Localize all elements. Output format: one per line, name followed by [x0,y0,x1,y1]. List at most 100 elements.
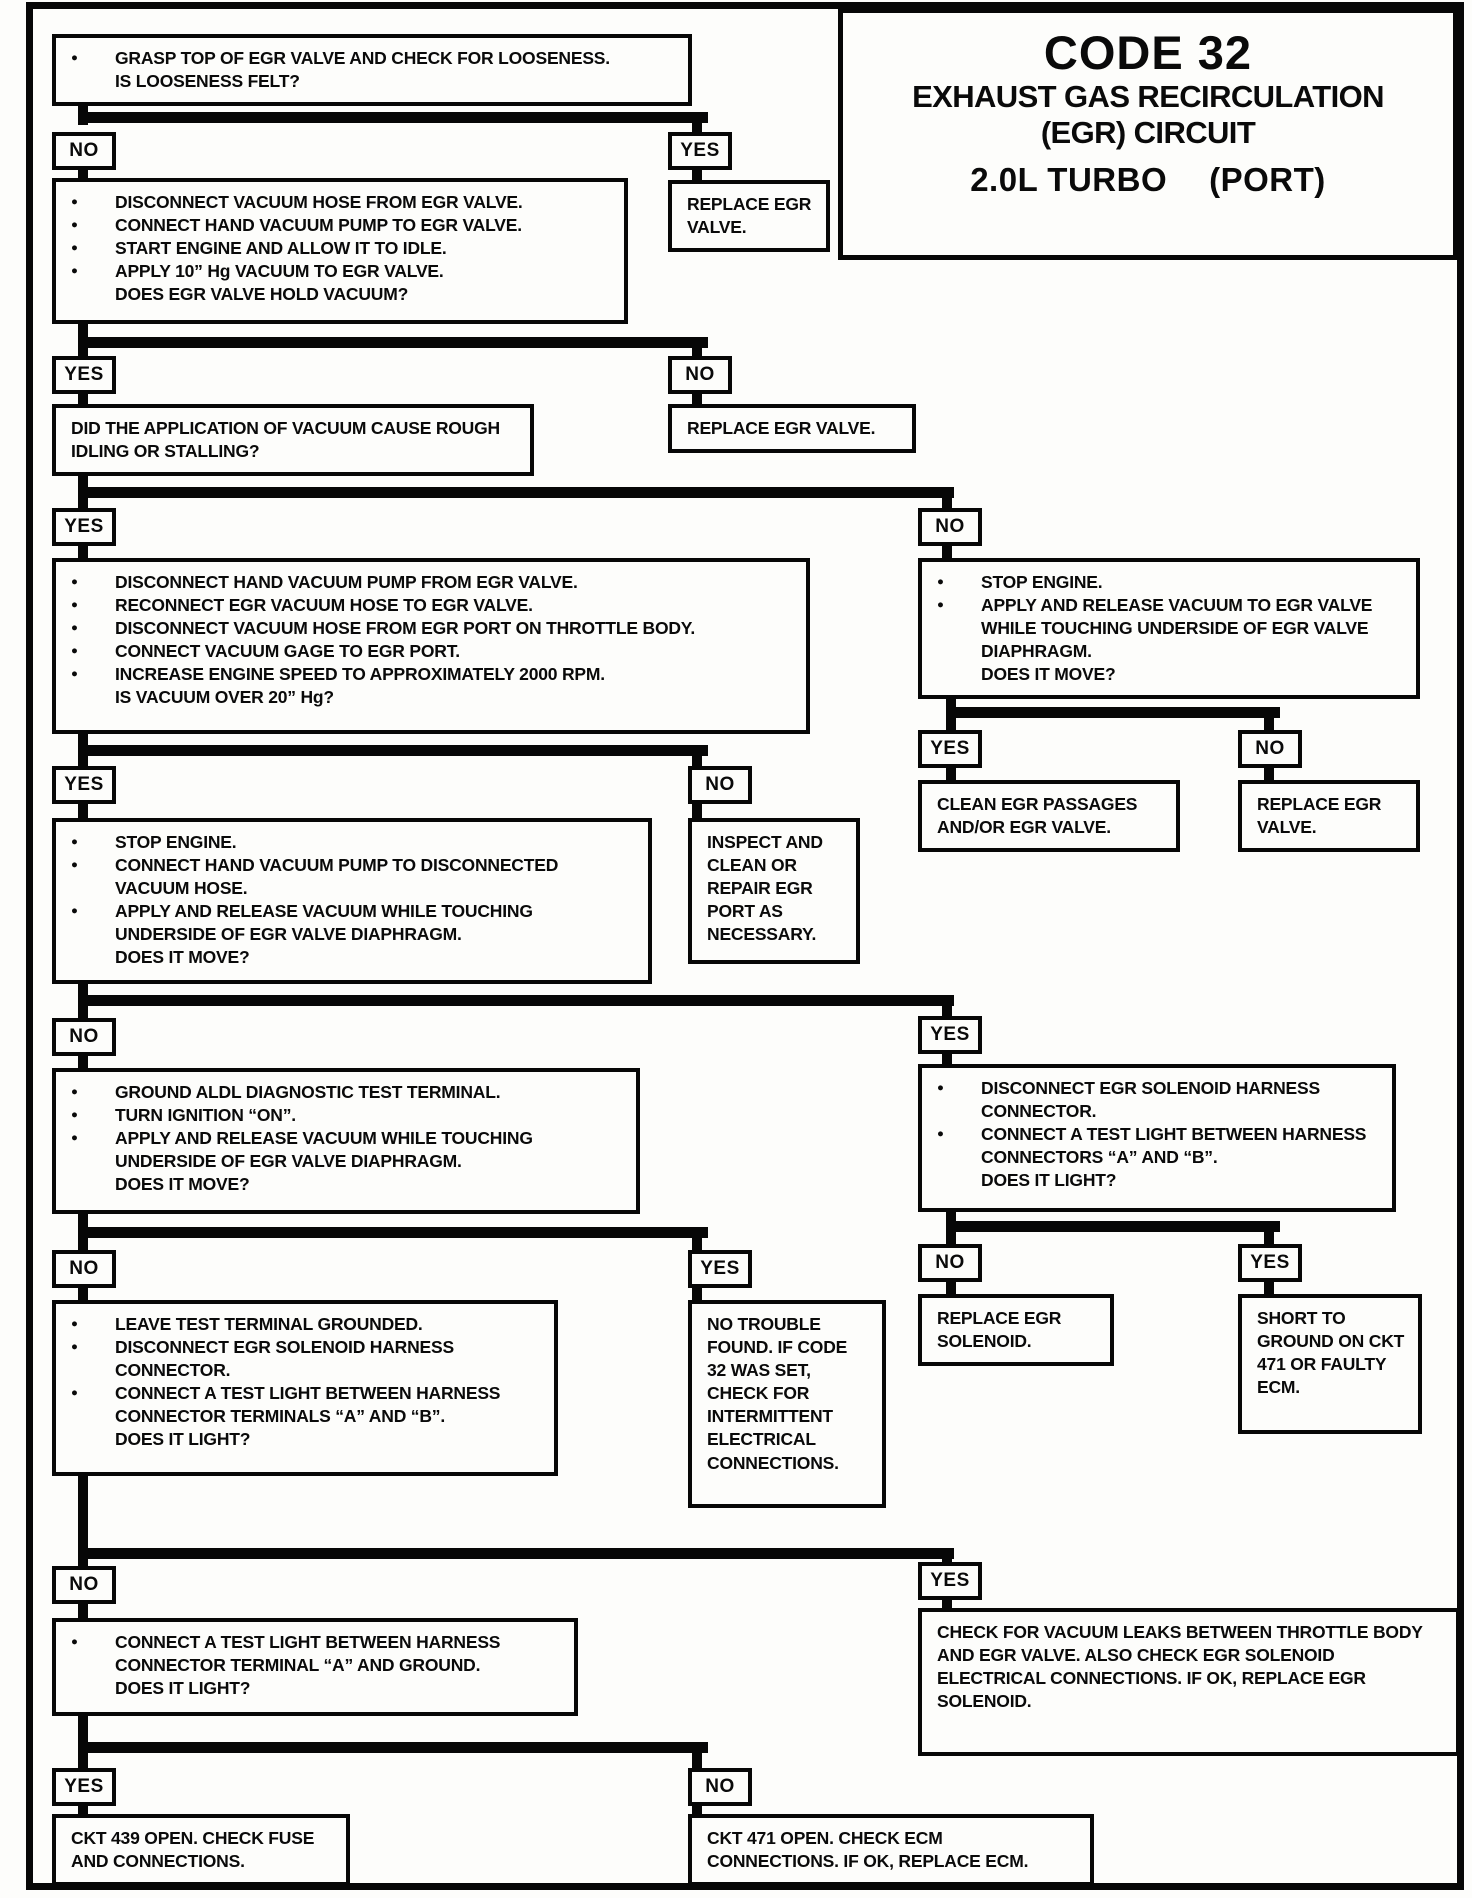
connector-line [692,340,702,362]
bullet-icon: ● [71,1341,78,1354]
connector-line [78,1052,88,1072]
title-engine: 2.0L TURBO [970,160,1168,198]
node-text-line: CKT 439 OPEN. CHECK FUSE AND CONNECTIONS… [71,1828,315,1872]
title-subtitle-line2: (EGR) CIRCUIT [1040,114,1256,150]
connector-line [78,750,88,770]
node-text-line: CONNECT HAND VACUUM PUMP TO EGR VALVE. [115,215,522,236]
node-text-line: APPLY AND RELEASE VACUUM WHILE TOUCHING … [115,1128,533,1172]
node-text-line: REPLACE EGR VALVE. [687,194,812,238]
connector-line [78,112,708,123]
bullet-icon: ● [71,219,78,232]
connector-line [692,1747,702,1772]
connector-line [78,1470,88,1556]
connector-line [78,1284,88,1304]
node-text-line: DOES IT LIGHT? [115,1429,251,1450]
node-replace-egr-valve-2: REPLACE EGR VALVE. [668,404,916,454]
node-touch-diaphragm-right: ●STOP ENGINE.●APPLY AND RELEASE VACUUM T… [918,558,1420,700]
bullet-icon: ● [71,645,78,658]
node-text-line: CKT 471 OPEN. CHECK ECM CONNECTIONS. IF … [707,1828,1029,1872]
node-text-line: CHECK FOR VACUUM LEAKS BETWEEN THROTTLE … [937,1622,1423,1712]
node-text-line: DISCONNECT HAND VACUUM PUMP FROM EGR VAL… [115,572,578,592]
bullet-icon: ● [71,576,78,588]
label-yes-2: YES [52,356,116,394]
connector-line [78,1232,88,1254]
bullet-icon: ● [71,242,78,255]
bullet-icon: ● [937,1128,944,1141]
node-text-line: STOP ENGINE. [115,832,237,852]
label-yes-1: YES [668,132,732,170]
connector-line [78,1553,88,1570]
node-text-line: DOES IT MOVE? [981,664,1116,685]
bullet-icon: ● [71,1086,78,1098]
node-text-line: CONNECT VACUUM GAGE TO EGR PORT. [115,641,460,662]
connector-line [946,712,956,734]
bullet-icon: ● [71,668,78,681]
node-text-line: REPLACE EGR VALVE. [687,418,876,438]
node-text-line: CONNECT HAND VACUUM PUMP TO DISCONNECTED… [115,855,559,899]
bullet-icon: ● [71,905,78,918]
label-yes-5: YES [918,730,982,768]
bullet-spacer [937,1169,981,1173]
bullet-icon: ● [71,859,78,872]
node-text-line: SHORT TO GROUND ON CKT 471 OR FAULTY ECM… [1257,1308,1405,1398]
node-text-line: CONNECT A TEST LIGHT BETWEEN HARNESS CON… [981,1124,1367,1168]
bullet-spacer [71,1677,115,1681]
node-vacuum-pump-idle: ●DISCONNECT VACUUM HOSE FROM EGR VALVE.●… [52,178,628,324]
connector-line [692,1284,702,1304]
connector-line [78,978,88,1002]
node-text-line: TURN IGNITION “ON”. [115,1105,296,1126]
connector-line [78,1000,88,1022]
connector-line [78,1802,88,1818]
connector-line [78,1747,88,1772]
label-no-3: NO [918,508,982,546]
connector-line [942,492,952,512]
label-yes-6: YES [918,1016,982,1054]
label-no-2: NO [668,356,732,394]
connector-line [78,1548,954,1559]
connector-line [78,337,708,348]
connector-line [946,1226,956,1248]
node-test-light-terminal-a-ground: ●CONNECT A TEST LIGHT BETWEEN HARNESS CO… [52,1618,578,1716]
connector-line [692,750,702,770]
label-no-4: NO [688,766,752,804]
connector-line [78,995,954,1006]
label-yes-10: YES [52,1768,116,1806]
label-no-6: NO [52,1018,116,1056]
node-text-line: STOP ENGINE. [981,572,1103,592]
node-text-line: DOES IT MOVE? [115,1174,250,1195]
connector-line [942,1050,952,1068]
node-inspect-clean-egr-port: INSPECT AND CLEAN OR REPAIR EGR PORT AS … [688,818,860,964]
node-text-line: REPLACE EGR VALVE. [1257,794,1382,838]
connector-line [942,1596,952,1612]
connector-line [942,1553,952,1566]
connector-line [78,492,88,512]
bullet-icon: ● [71,1318,78,1330]
node-replace-egr-solenoid: REPLACE EGR SOLENOID. [918,1294,1114,1367]
node-text-line: RECONNECT EGR VACUUM HOSE TO EGR VALVE. [115,595,533,616]
connector-line [78,1208,88,1234]
bullet-icon: ● [71,1387,78,1400]
bullet-icon: ● [71,1132,78,1145]
node-text-line: APPLY AND RELEASE VACUUM WHILE TOUCHING … [115,901,533,945]
title-subtitle-line1: EXHAUST GAS RECIRCULATION [912,78,1384,114]
node-text-line: CLEAN EGR PASSAGES AND/OR EGR VALVE. [937,794,1138,838]
connector-line [946,764,956,784]
bullet-spacer [71,283,115,287]
connector-line [78,95,88,125]
connector-line [1264,1226,1274,1248]
bullet-icon: ● [71,599,78,612]
bullet-icon: ● [71,265,78,278]
bullet-spacer [71,686,115,690]
node-text-line: GROUND ALDL DIAGNOSTIC TEST TERMINAL. [115,1082,501,1102]
title-code: CODE 32 [1043,26,1253,79]
node-text-line: REPLACE EGR SOLENOID. [937,1308,1062,1352]
connector-line [692,1802,702,1818]
connector-line [78,390,88,408]
label-no-1: NO [52,132,116,170]
node-text-line: DISCONNECT EGR SOLENOID HARNESS CONNECTO… [115,1337,454,1381]
node-text-line: LEAVE TEST TERMINAL GROUNDED. [115,1314,423,1334]
node-replace-egr-valve-1: REPLACE EGR VALVE. [668,180,830,253]
title-port: (PORT) [1209,160,1326,198]
node-ckt471-open: CKT 471 OPEN. CHECK ECM CONNECTIONS. IF … [688,1814,1094,1887]
